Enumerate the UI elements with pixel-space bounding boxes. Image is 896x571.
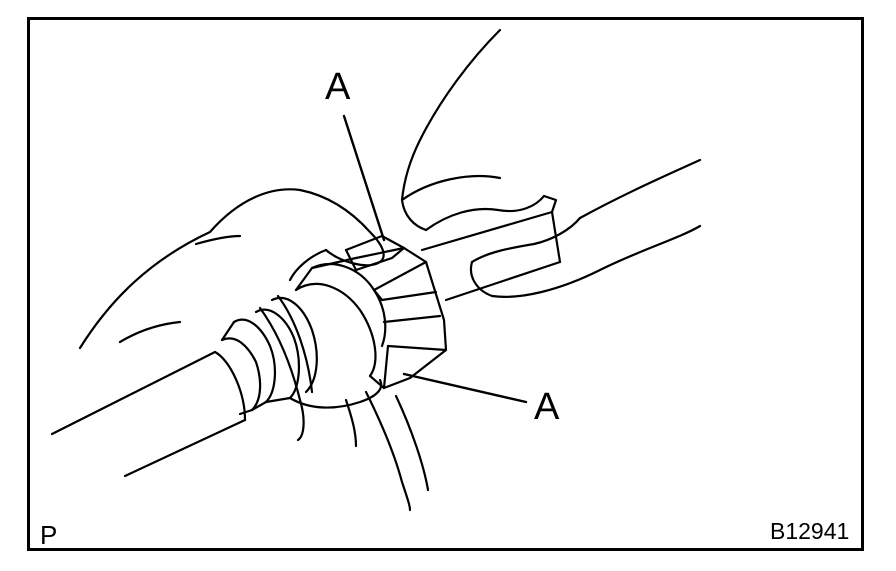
leader-line-top — [342, 114, 386, 242]
hose-collar — [220, 296, 318, 416]
quick-connector-body — [294, 246, 448, 390]
corner-label: P — [40, 520, 58, 550]
callout-label-top: A — [325, 66, 351, 108]
right-hand — [344, 28, 702, 512]
figure-frame — [27, 17, 864, 551]
fuel-pipe — [420, 210, 562, 302]
callout-label-bottom: A — [534, 386, 560, 428]
left-hand — [78, 188, 385, 442]
figure-id: B12941 — [770, 518, 850, 544]
leader-line-bottom — [402, 372, 528, 404]
leader-lines — [342, 114, 528, 404]
hose — [50, 350, 247, 478]
